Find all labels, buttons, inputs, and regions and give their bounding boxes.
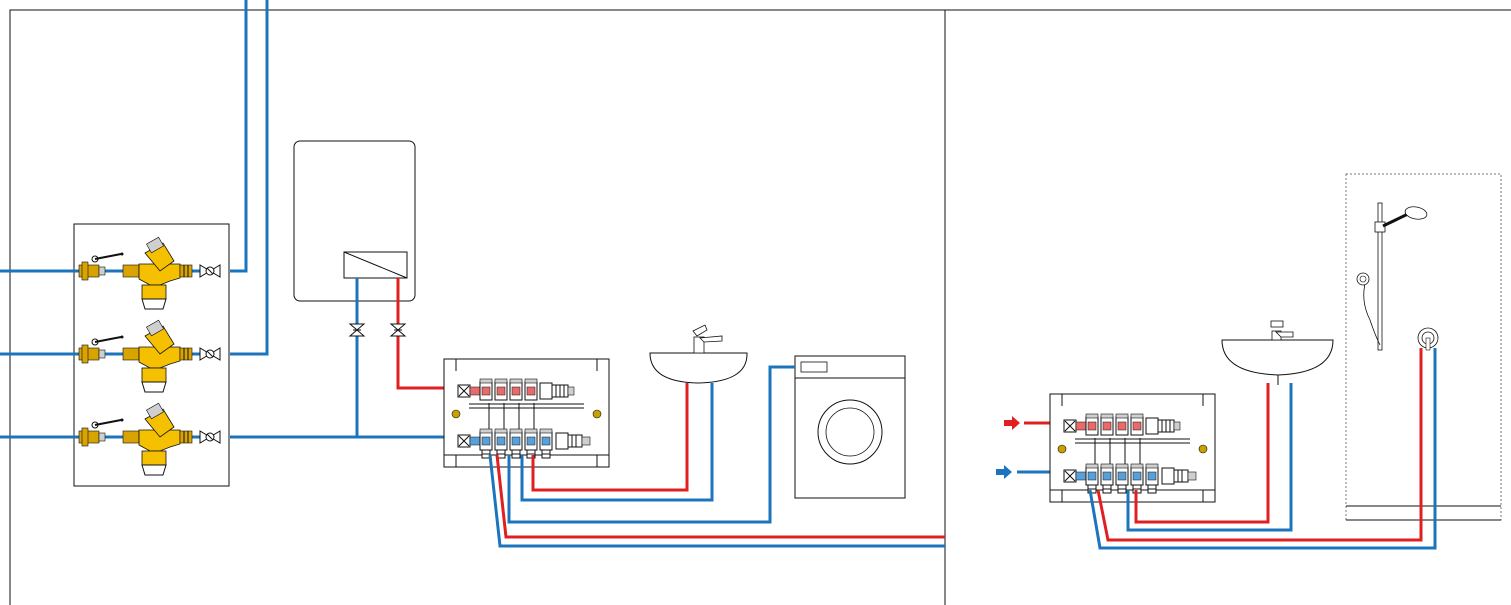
- manifold-icon: [444, 359, 609, 467]
- faucet-icon: [692, 324, 723, 354]
- washbasin-cold-pipe: [520, 383, 714, 502]
- washbasin-icon: [649, 352, 748, 384]
- machine-cold-pipe: [507, 365, 795, 524]
- floor-cold-pipe: [488, 454, 945, 548]
- shower-enclosure: [1345, 173, 1502, 521]
- shower-mixer-icon: [1417, 327, 1439, 351]
- washbasin-hot-pipe: [1134, 383, 1270, 524]
- shower-head-icon: [1374, 206, 1428, 233]
- faucet-icon: [1270, 320, 1294, 341]
- flow-arrow-icon: [1004, 416, 1020, 430]
- shower-cold-pipe: [1088, 348, 1437, 550]
- washbasin-icon: [1221, 339, 1334, 376]
- washbasin-cold-pipe: [1126, 383, 1293, 532]
- shutoff-valve-icon: [349, 323, 365, 337]
- manifold-icon: [1050, 394, 1215, 502]
- washbasin-hot-pipe: [531, 383, 689, 492]
- floor-hot-pipe: [495, 454, 945, 539]
- shower-hot-pipe: [1096, 348, 1423, 542]
- shutoff-valve-icon: [390, 323, 406, 337]
- heater-hot-pipe: [396, 278, 452, 390]
- flow-arrow-icon: [996, 465, 1012, 479]
- supply-pipe-2: [0, 0, 269, 356]
- right-panel-frame: [944, 9, 1511, 605]
- supply-pipe-1: [0, 0, 248, 273]
- shower-rail: [1377, 202, 1383, 351]
